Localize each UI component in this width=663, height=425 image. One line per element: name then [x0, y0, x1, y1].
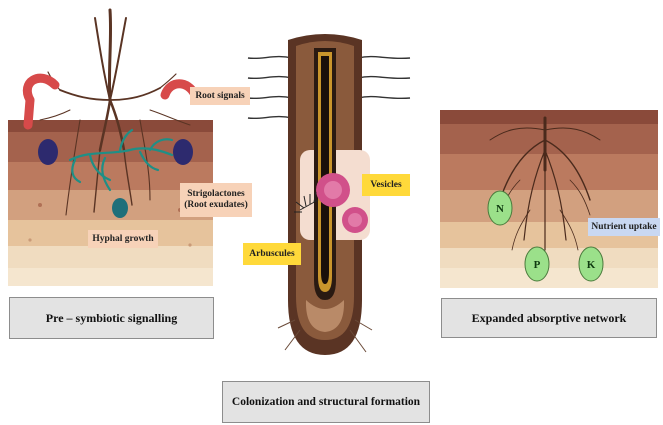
caption-colonization: Colonization and structural formation [222, 381, 430, 423]
strigolactones-label: Strigolactones (Root exudates) [180, 183, 252, 217]
nutrient-uptake-label: Nutrient uptake [588, 218, 660, 236]
root-signals-label: Root signals [190, 87, 250, 105]
vesicles-label: Vesicles [362, 174, 410, 196]
caption-expanded-network: Expanded absorptive network [441, 298, 657, 338]
hyphal-growth-label: Hyphal growth [88, 230, 158, 248]
nutrient-k-label: K [587, 259, 596, 271]
nutrient-p-label: P [534, 259, 541, 271]
nutrient-n-label: N [496, 203, 504, 215]
caption-pre-symbiotic: Pre – symbiotic signalling [9, 297, 214, 339]
arbuscules-label: Arbuscules [243, 243, 301, 265]
